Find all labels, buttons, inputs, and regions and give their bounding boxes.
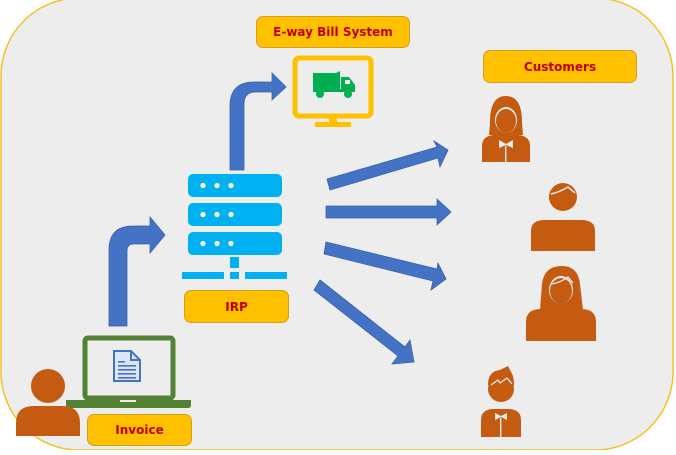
arrow-irp-to-customer-1	[326, 139, 449, 191]
customers-label: Customers	[483, 50, 637, 83]
truck-icon	[313, 71, 355, 98]
arrow-invoice-to-irp	[108, 215, 166, 327]
customer-4-icon	[481, 366, 521, 437]
invoice-label: Invoice	[87, 414, 192, 446]
customer-1-icon	[482, 96, 530, 162]
arrow-irp-to-customer-4	[313, 279, 415, 365]
customer-3-icon	[526, 266, 596, 341]
monitor-truck-icon	[292, 55, 374, 127]
laptop-icon	[66, 335, 191, 408]
eway-bill-system-label: E-way Bill System	[256, 16, 410, 48]
customer-2-icon	[531, 183, 595, 251]
arrow-irp-to-customer-2	[325, 198, 452, 226]
irp-label: IRP	[184, 290, 289, 323]
sender-person-icon	[16, 369, 80, 436]
arrow-irp-to-eway	[229, 72, 287, 171]
server-icon	[182, 174, 287, 279]
arrow-irp-to-customer-3	[323, 241, 447, 291]
document-icon	[113, 350, 141, 382]
